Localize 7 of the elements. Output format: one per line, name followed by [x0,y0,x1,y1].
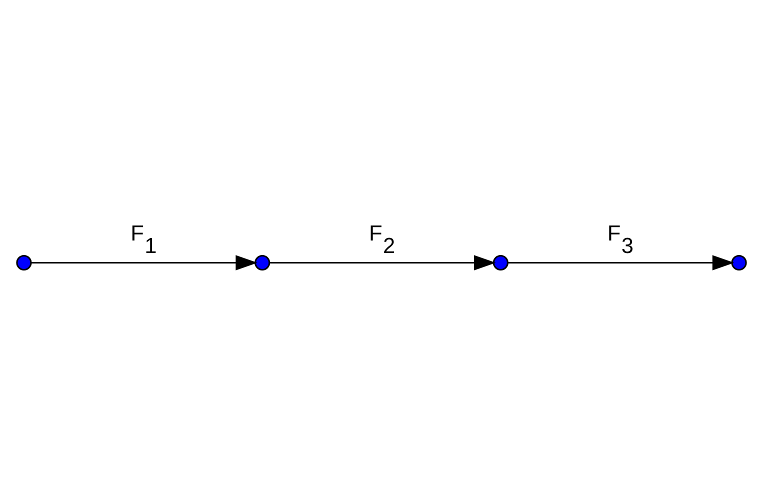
arrow [270,254,496,270]
node-circle [731,254,747,270]
arrow [508,254,734,270]
node-circle [254,254,270,270]
node-circle [16,254,32,270]
arrow [31,254,258,270]
node-circle [492,254,508,270]
